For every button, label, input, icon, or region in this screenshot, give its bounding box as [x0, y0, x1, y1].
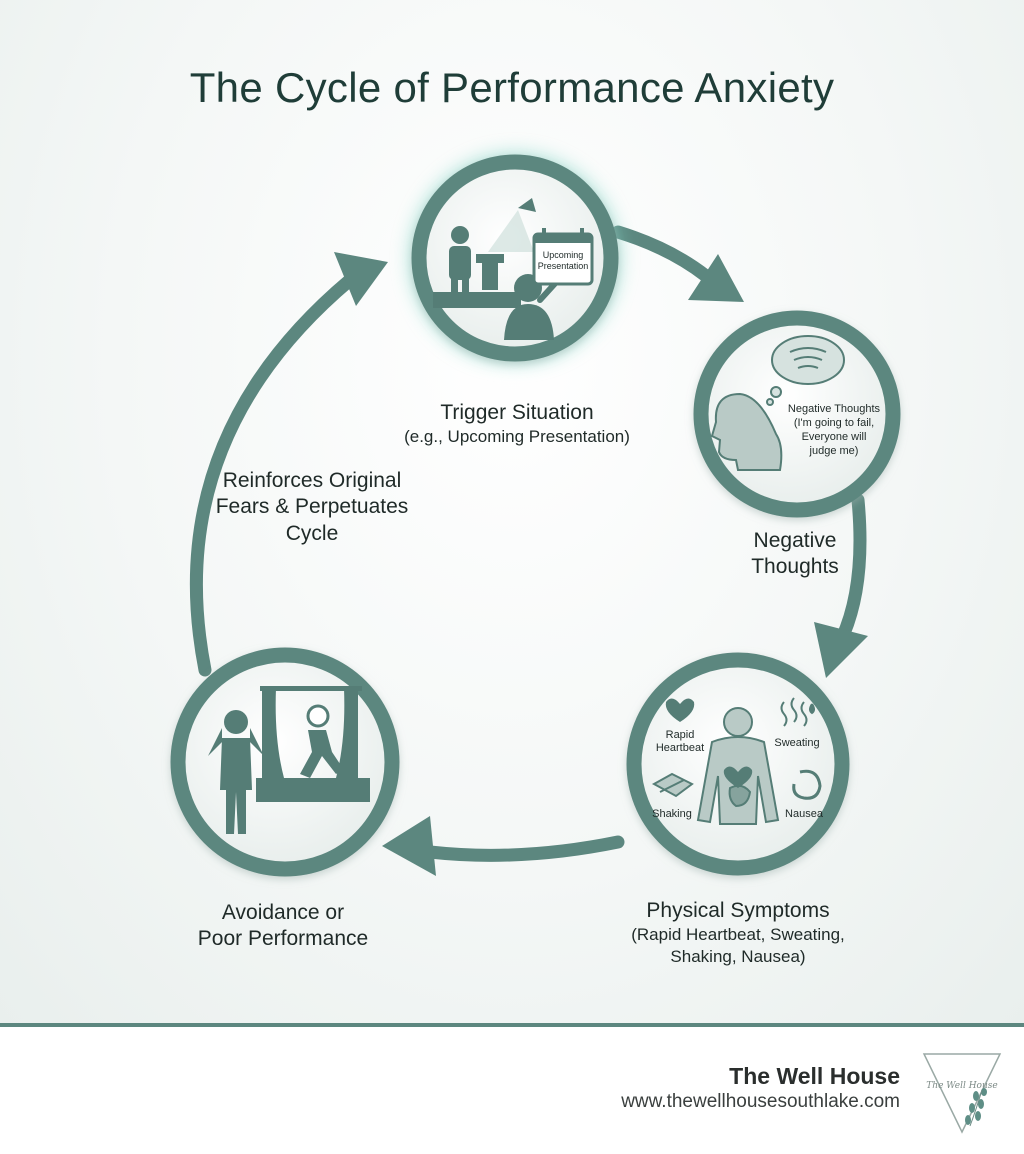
sweating-label: Sweating	[774, 737, 819, 749]
calendar-icon: Upcoming Presentation	[532, 228, 594, 286]
thoughts-label: Negative Thoughts	[700, 528, 890, 581]
nausea-stomach-icon	[792, 769, 822, 800]
node-avoidance	[170, 647, 400, 877]
node-symptoms: Rapid Heartbeat Sweating Shaking Nausea	[626, 652, 850, 876]
symptoms-label-sub-2: Shaking, Nausea)	[670, 946, 806, 966]
sweating-icon	[780, 697, 815, 727]
thought-text-1: Negative Thoughts	[788, 403, 881, 415]
symptoms-label: Physical Symptoms (Rapid Heartbeat, Swea…	[590, 898, 886, 967]
node-trigger: Upcoming Presentation	[409, 152, 621, 364]
head-with-thought-cloud-icon	[710, 335, 845, 471]
shaking-label: Shaking	[652, 808, 692, 820]
arrow-symptoms-to-avoidance	[423, 835, 625, 862]
heartbeat-label-2: Heartbeat	[656, 742, 704, 754]
avoidance-label-line-2: Poor Performance	[197, 927, 369, 951]
arrow-avoidance-to-trigger	[189, 273, 357, 677]
well-house-logo: The Well House	[922, 1053, 1002, 1134]
arrowhead-thoughts	[688, 254, 744, 302]
node-thoughts: Negative Thoughts (I'm going to fail, Ev…	[693, 310, 901, 518]
page-title: The Cycle of Performance Anxiety	[189, 64, 835, 111]
avoidance-label-line-1: Avoidance or	[221, 901, 345, 924]
logo-text: The Well House	[926, 1081, 997, 1091]
rapid-heartbeat-icon	[665, 698, 695, 722]
thoughts-label-line-1: Negative	[753, 529, 837, 552]
arrowhead-symptoms	[814, 622, 868, 678]
trigger-label: Trigger Situation (e.g., Upcoming Presen…	[372, 400, 662, 448]
calendar-text-1: Upcoming	[543, 250, 584, 260]
thought-text-3: Everyone will	[802, 431, 867, 443]
arrow-heads	[334, 252, 868, 876]
reinforce-line-2: Fears & Perpetuates	[215, 495, 409, 519]
thought-text-2: (I'm going to fail,	[794, 417, 874, 429]
person-fleeing-stage-icon	[208, 686, 370, 834]
heart-icon	[723, 766, 753, 788]
symptoms-label-main: Physical Symptoms	[646, 899, 830, 922]
arrow-trigger-to-thoughts	[611, 225, 713, 283]
arrowhead-trigger	[334, 252, 388, 306]
footer-brand: The Well House	[729, 1063, 900, 1089]
reinforce-line-3: Cycle	[285, 521, 339, 545]
reinforce-label: Reinforces Original Fears & Perpetuates …	[196, 468, 428, 547]
thought-text-4: judge me)	[809, 445, 859, 457]
footer-divider	[0, 1023, 1024, 1027]
thoughts-label-line-2: Thoughts	[751, 555, 839, 579]
nausea-label: Nausea	[785, 808, 824, 820]
cycle-arrows	[189, 225, 867, 862]
calendar-text-2: Presentation	[538, 261, 589, 271]
avoidance-label: Avoidance or Poor Performance	[172, 900, 394, 953]
heartbeat-label-1: Rapid	[666, 729, 695, 741]
symptoms-label-sub-1: (Rapid Heartbeat, Sweating,	[631, 925, 845, 945]
footer-url[interactable]: www.thewellhousesouthlake.com	[621, 1091, 900, 1112]
cycle-diagram: Upcoming Presentation Negative Thoughts …	[170, 152, 901, 877]
trigger-label-sub: (e.g., Upcoming Presentation)	[404, 427, 630, 447]
shaking-hands-icon	[651, 772, 694, 798]
arrowhead-avoidance	[382, 816, 436, 876]
reinforce-line-1: Reinforces Original	[222, 469, 402, 492]
arrow-thoughts-to-symptoms	[835, 493, 867, 645]
trigger-label-main: Trigger Situation	[440, 401, 594, 424]
